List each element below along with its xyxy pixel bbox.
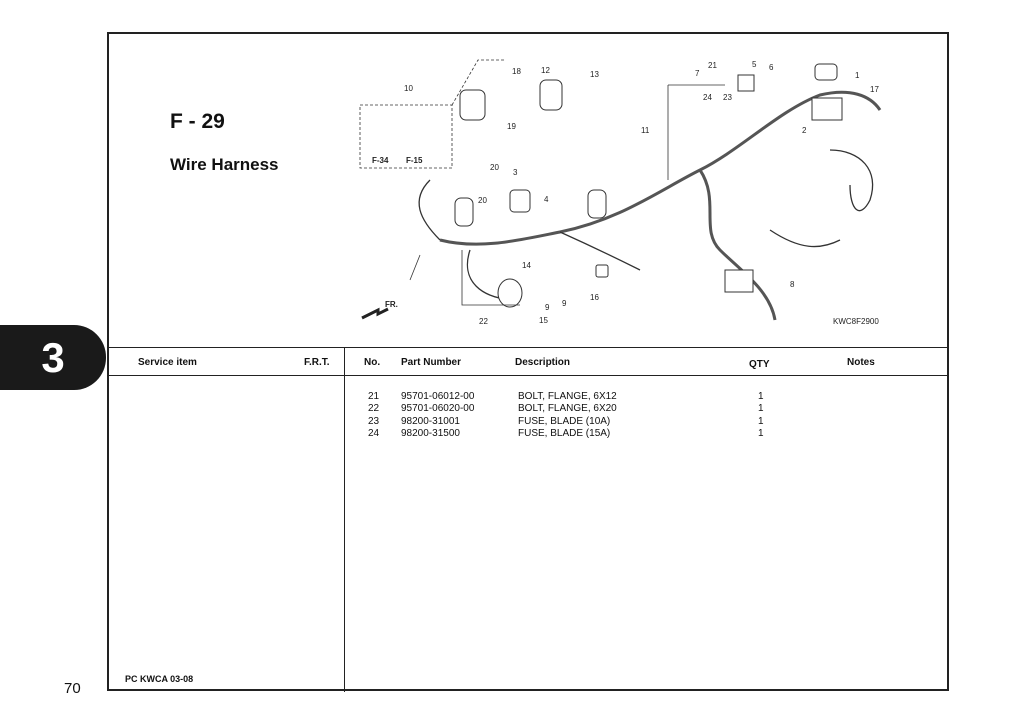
table-header-rule <box>107 375 949 376</box>
header-qty: QTY <box>749 359 770 370</box>
callout-number: 13 <box>590 70 599 79</box>
table-top-rule <box>107 347 949 348</box>
callout-number: 1 <box>855 71 860 80</box>
callout-number: 16 <box>590 293 599 302</box>
callout-number: 3 <box>513 168 518 177</box>
figure-title: Wire Harness <box>170 155 279 174</box>
callout-number: 5 <box>752 60 757 69</box>
cell-no: 23 <box>368 415 380 427</box>
callout-number: 20 <box>478 196 487 205</box>
catalog-frame <box>107 32 949 691</box>
callout-number: 9 <box>562 299 567 308</box>
header-no: No. <box>364 357 381 368</box>
cell-no: 22 <box>368 403 380 415</box>
callout-number: 14 <box>522 261 531 270</box>
callout-number: 15 <box>539 316 548 325</box>
callout-number: 21 <box>708 61 717 70</box>
header-service-item: Service item <box>138 357 197 368</box>
callout-number: 24 <box>703 93 712 102</box>
footer-code: PC KWCA 03-08 <box>125 674 194 684</box>
section-tab: 3 <box>0 325 106 390</box>
header-description: Description <box>515 357 571 368</box>
callout-number: 20 <box>490 163 499 172</box>
callout-number: 19 <box>507 122 516 131</box>
header-part-number: Part Number <box>401 357 462 368</box>
callout-number: 22 <box>479 317 488 326</box>
callout-number: 7 <box>695 69 700 78</box>
callout-number: 23 <box>723 93 732 102</box>
cell-part-number: 98200-31500 <box>401 427 460 439</box>
callout-number: 11 <box>641 126 650 135</box>
callout-number: 17 <box>870 85 879 94</box>
cell-part-number: 95701-06012-00 <box>401 391 475 402</box>
page-number: 70 <box>64 680 81 697</box>
ref-f34: F-34 <box>372 156 389 165</box>
column-divider <box>344 347 345 692</box>
cell-qty: 1 <box>758 427 764 439</box>
front-label: FR. <box>385 300 398 309</box>
cell-qty: 1 <box>758 403 764 415</box>
callout-number: 9 <box>545 303 550 312</box>
callout-number: 8 <box>790 280 795 289</box>
header-frt: F.R.T. <box>304 357 330 368</box>
cell-no: 24 <box>368 427 380 439</box>
callout-number: 4 <box>544 195 549 204</box>
callout-number: 18 <box>512 67 521 76</box>
cell-no: 21 <box>368 391 380 402</box>
cell-qty: 1 <box>758 391 764 402</box>
callout-number: 12 <box>541 66 550 75</box>
cell-part-number: 95701-06020-00 <box>401 403 475 415</box>
diagram-code: KWC8F2900 <box>833 317 879 326</box>
callout-number: 2 <box>802 126 807 135</box>
callout-number: 6 <box>769 63 774 72</box>
cell-description: FUSE, BLADE (15A) <box>518 427 611 439</box>
ref-f15: F-15 <box>406 156 423 165</box>
callout-number: 10 <box>404 84 413 93</box>
cell-description: FUSE, BLADE (10A) <box>518 415 611 427</box>
figure-id: F - 29 <box>170 110 225 133</box>
cell-description: BOLT, FLANGE, 6X12 <box>518 391 617 402</box>
cell-part-number: 98200-31001 <box>401 415 460 427</box>
cell-qty: 1 <box>758 415 764 427</box>
cell-description: BOLT, FLANGE, 6X20 <box>518 403 617 415</box>
header-notes: Notes <box>847 357 875 368</box>
